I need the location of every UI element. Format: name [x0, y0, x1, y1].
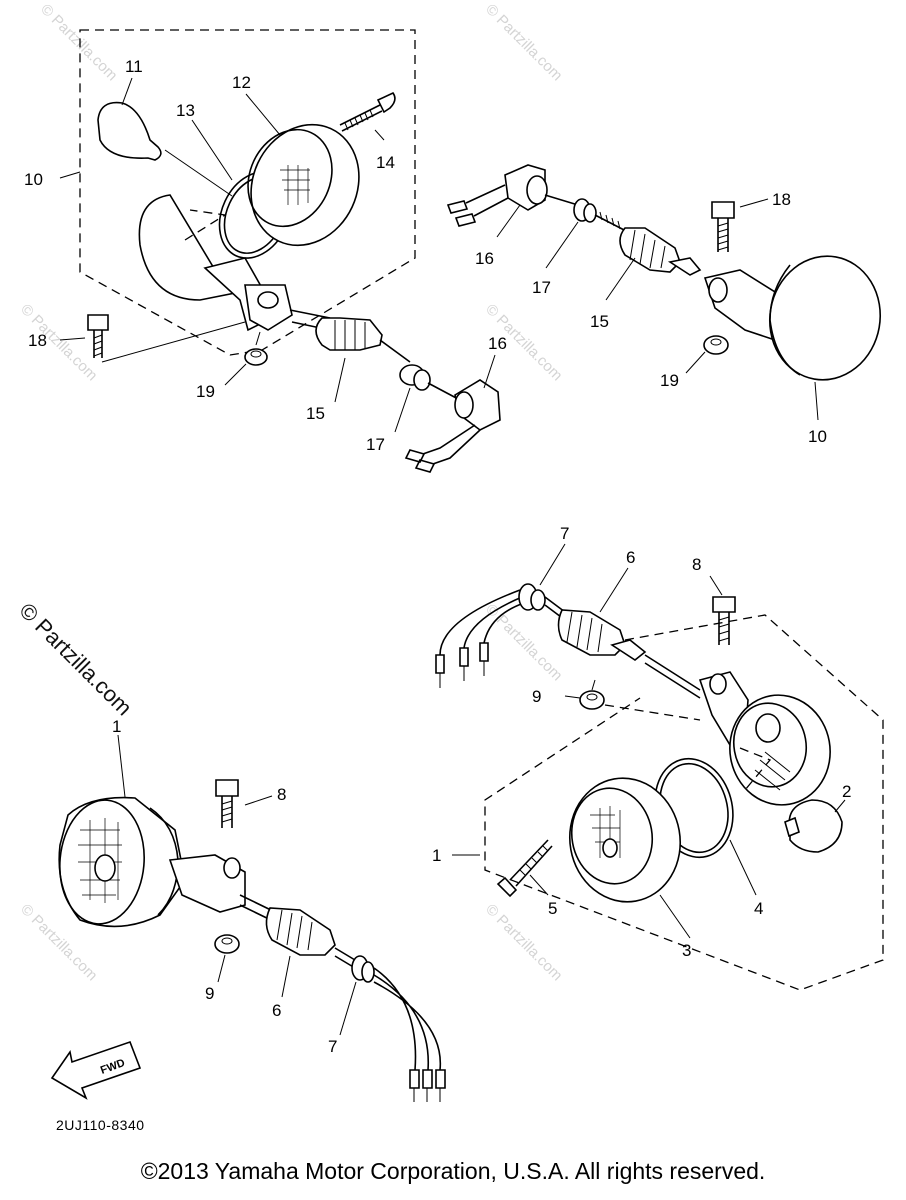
- callout-10: 10: [24, 170, 43, 189]
- callout-8: 8: [277, 785, 286, 804]
- assembly-bottom-right: [435, 583, 884, 991]
- callout-12: 12: [232, 73, 251, 92]
- callout-leaders-bottom-right: [452, 543, 846, 939]
- callout-3: 3: [682, 941, 691, 960]
- assembly-bottom-left: [50, 779, 446, 1102]
- assembly-top-left: [79, 29, 501, 473]
- callout-6: 6: [626, 548, 635, 567]
- callout-19: 19: [196, 382, 215, 401]
- callout-14: 14: [376, 153, 395, 172]
- callout-7: 7: [560, 524, 569, 543]
- callout-6: 6: [272, 1001, 281, 1020]
- callout-18: 18: [28, 331, 47, 350]
- callout-4: 4: [754, 899, 763, 918]
- assembly-boundary: [484, 614, 884, 991]
- watermark: © Partzilla.com: [37, 1, 120, 84]
- callout-13: 13: [176, 101, 195, 120]
- watermark: © Partzilla.com: [482, 1, 565, 84]
- callout-1: 1: [432, 846, 441, 865]
- callout-16: 16: [488, 334, 507, 353]
- callout-17: 17: [532, 278, 551, 297]
- fwd-arrow-icon: [50, 1040, 142, 1100]
- callout-11: 11: [125, 57, 143, 76]
- callout-17: 17: [366, 435, 385, 454]
- bulb-11: [97, 101, 233, 197]
- callout-9: 9: [532, 687, 541, 706]
- callout-10: 10: [808, 427, 827, 446]
- callout-7: 7: [328, 1037, 337, 1056]
- callout-18: 18: [772, 190, 791, 209]
- callout-15: 15: [590, 312, 609, 331]
- callout-2: 2: [842, 782, 851, 801]
- watermark: © Partzilla.com: [482, 601, 565, 684]
- diagram-code: 2UJ110-8340: [56, 1117, 145, 1133]
- callout-5: 5: [548, 899, 557, 918]
- callout-leaders-bottom-left: [117, 734, 357, 1036]
- callout-9: 9: [205, 984, 214, 1003]
- lens-12: [247, 123, 360, 247]
- assembly-top-right: [446, 164, 882, 381]
- callout-19: 19: [660, 371, 679, 390]
- copyright-notice: ©2013 Yamaha Motor Corporation, U.S.A. A…: [140, 1158, 766, 1184]
- callout-8: 8: [692, 555, 701, 574]
- callout-leaders-top-right: [496, 198, 819, 421]
- callout-16: 16: [475, 249, 494, 268]
- watermark-main: © Partzilla.com: [14, 598, 137, 721]
- callout-15: 15: [306, 404, 325, 423]
- callout-leaders-top-left: [59, 77, 496, 433]
- callout-1: 1: [112, 717, 121, 736]
